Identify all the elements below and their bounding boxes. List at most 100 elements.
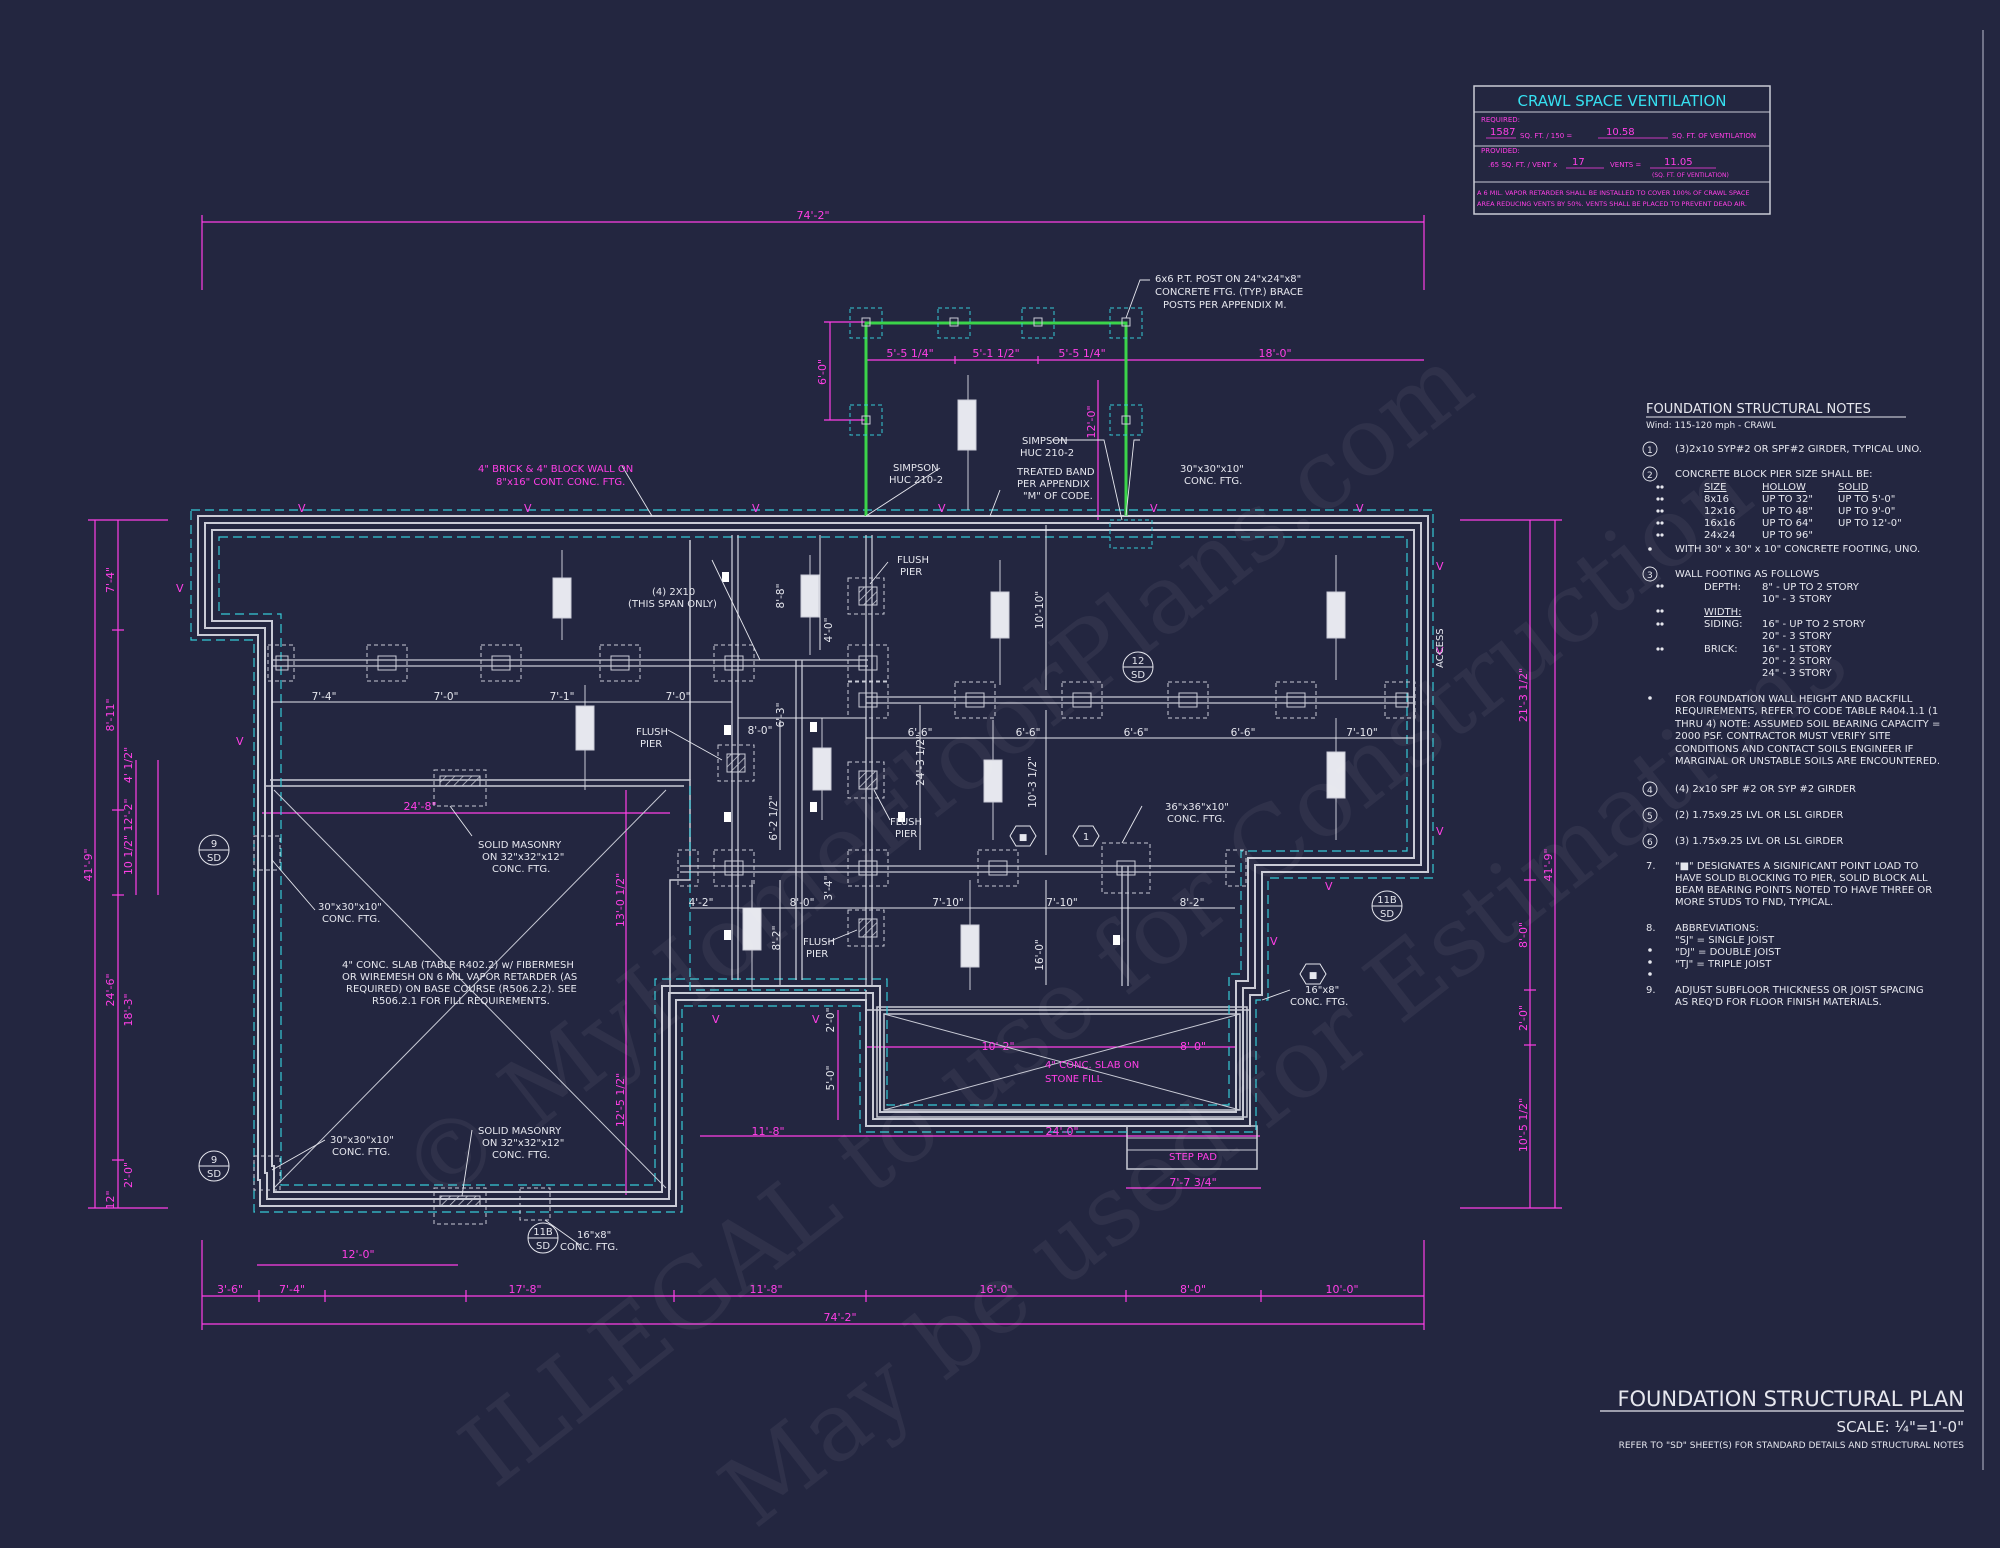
svg-text:12'-0": 12'-0" (341, 1248, 374, 1261)
svg-text:6'-6": 6'-6" (1124, 727, 1149, 739)
svg-text:2000 PSF. CONTRACTOR MUST VERI: 2000 PSF. CONTRACTOR MUST VERIFY SITE (1675, 731, 1891, 742)
svg-text:12'-2": 12'-2" (122, 798, 135, 831)
svg-text:3'-4": 3'-4" (823, 876, 835, 901)
ventilation-provided-count: 17 (1572, 157, 1585, 168)
svg-text:20" - 2 STORY: 20" - 2 STORY (1762, 656, 1832, 667)
svg-text:SD: SD (1131, 670, 1145, 681)
svg-text:16"x8": 16"x8" (577, 1230, 611, 1241)
svg-text:36"x36"x10": 36"x36"x10" (1165, 802, 1229, 813)
svg-text:CONC. FTG.: CONC. FTG. (332, 1147, 390, 1158)
svg-text:SIDING:: SIDING: (1704, 619, 1743, 630)
svg-text:74'-2": 74'-2" (823, 1311, 856, 1324)
svg-text:HUC 210-2: HUC 210-2 (1020, 448, 1074, 459)
svg-text:10'-10": 10'-10" (1034, 591, 1046, 629)
svg-text:5'-1 1/2": 5'-1 1/2" (972, 347, 1019, 360)
svg-text:8'-8": 8'-8" (775, 584, 787, 609)
notes-title: FOUNDATION STRUCTURAL NOTES (1646, 402, 1871, 417)
ventilation-provided-total: 11.05 (1664, 157, 1693, 168)
svg-text:21'-3 1/2": 21'-3 1/2" (1517, 668, 1530, 722)
svg-text:7'-4": 7'-4" (104, 567, 117, 593)
svg-text:V: V (712, 1013, 720, 1026)
svg-text:6: 6 (1647, 838, 1653, 848)
dimension-lines (88, 215, 1562, 1330)
svg-text:17'-8": 17'-8" (508, 1283, 541, 1296)
svg-text:4" CONC. SLAB (TABLE R402.2) w: 4" CONC. SLAB (TABLE R402.2) w/ FIBERMES… (342, 960, 574, 971)
ventilation-note-2: AREA REDUCING VENTS BY 50%. VENTS SHALL … (1477, 200, 1747, 208)
svg-text:REQUIREMENTS, REFER TO CODE TA: REQUIREMENTS, REFER TO CODE TABLE R404.1… (1675, 706, 1938, 717)
slab-x-marks (273, 789, 1241, 1189)
svg-text:FLUSH: FLUSH (636, 727, 668, 738)
svg-text:(2) 1.75x9.25 LVL OR LSL GIRDE: (2) 1.75x9.25 LVL OR LSL GIRDER (1675, 810, 1843, 821)
svg-text:"■" DESIGNATES A SIGNIFICANT P: "■" DESIGNATES A SIGNIFICANT POINT LOAD … (1675, 861, 1919, 872)
svg-text:BRICK:: BRICK: (1704, 644, 1738, 655)
svg-text:7'-10": 7'-10" (1346, 727, 1378, 739)
svg-text:11'-8": 11'-8" (749, 1283, 782, 1296)
svg-text:16'-0": 16'-0" (1034, 939, 1046, 971)
girders (272, 535, 1414, 986)
svg-text:4" BRICK & 4" BLOCK WALL ON: 4" BRICK & 4" BLOCK WALL ON (478, 464, 633, 475)
svg-text:6'-6": 6'-6" (908, 727, 933, 739)
svg-text:ON 32"x32"x12": ON 32"x32"x12" (482, 852, 564, 863)
svg-text:8'-2": 8'-2" (1180, 897, 1205, 909)
svg-text:6'-2 1/2": 6'-2 1/2" (768, 795, 780, 840)
svg-text:8x16: 8x16 (1704, 494, 1729, 505)
svg-text:10'-0": 10'-0" (1325, 1283, 1358, 1296)
svg-text:FLUSH: FLUSH (897, 555, 929, 566)
svg-text:20" - 3 STORY: 20" - 3 STORY (1762, 631, 1832, 642)
svg-text:PIER: PIER (806, 949, 828, 960)
ventilation-required-unit: SQ. FT. OF VENTILATION (1672, 132, 1756, 140)
svg-text:(4) 2x10 SPF #2 OR SYP #2 GIRD: (4) 2x10 SPF #2 OR SYP #2 GIRDER (1675, 784, 1856, 795)
ventilation-provided-label: PROVIDED: (1481, 147, 1520, 155)
svg-text:CONC. FTG.: CONC. FTG. (492, 1150, 550, 1161)
svg-text:7'-4": 7'-4" (312, 691, 337, 703)
svg-text:V: V (1325, 880, 1333, 893)
svg-text:2'-0": 2'-0" (122, 1162, 135, 1188)
svg-text:5'-0": 5'-0" (825, 1066, 837, 1091)
svg-text:HUC 210-2: HUC 210-2 (889, 475, 943, 486)
svg-text:7'-0": 7'-0" (434, 691, 459, 703)
svg-text:18'-0": 18'-0" (1258, 347, 1291, 360)
svg-text:6x6 P.T. POST ON 24"x24"x8": 6x6 P.T. POST ON 24"x24"x8" (1155, 274, 1301, 285)
svg-text:ABBREVIATIONS:: ABBREVIATIONS: (1675, 923, 1759, 934)
beam-dimension-text: 7'-4" 7'-0" 7'-1" 7'-0" 6'-6" 6'-6" 6'-6… (272, 525, 1414, 1090)
svg-text:PIER: PIER (640, 739, 662, 750)
porch-frame (849, 307, 1153, 549)
svg-text:CONC. FTG.: CONC. FTG. (492, 864, 550, 875)
svg-text:V: V (1436, 560, 1444, 573)
svg-text:FLUSH: FLUSH (890, 817, 922, 828)
svg-text:(THIS SPAN ONLY): (THIS SPAN ONLY) (628, 599, 717, 610)
svg-text:7'-7 3/4": 7'-7 3/4" (1169, 1176, 1216, 1189)
svg-text:"SJ" = SINGLE JOIST: "SJ" = SINGLE JOIST (1675, 935, 1775, 946)
svg-text:2'-0": 2'-0" (825, 1008, 837, 1033)
svg-text:12: 12 (1132, 656, 1145, 667)
svg-text:FLUSH: FLUSH (803, 937, 835, 948)
svg-text:V: V (236, 735, 244, 748)
svg-text:74'-2": 74'-2" (796, 209, 829, 222)
svg-text:3'-6": 3'-6" (217, 1283, 243, 1296)
ventilation-provided-rate: .65 SQ. FT. / VENT x (1488, 161, 1557, 169)
svg-text:CONC. FTG.: CONC. FTG. (1290, 997, 1348, 1008)
svg-text:5: 5 (1647, 812, 1653, 822)
svg-text:4'-2": 4'-2" (689, 897, 714, 909)
svg-text:V: V (298, 502, 306, 515)
svg-text:8"x16" CONT. CONC. FTG.: 8"x16" CONT. CONC. FTG. (496, 477, 625, 488)
svg-text:10'-2": 10'-2" (981, 1040, 1014, 1053)
svg-text:V: V (1270, 935, 1278, 948)
svg-text:CONC. FTG.: CONC. FTG. (1167, 814, 1225, 825)
piers (253, 577, 1416, 1225)
svg-text:16"x8": 16"x8" (1305, 985, 1339, 996)
vents: V V V V V V V V V V V V V V V (176, 502, 1444, 1026)
svg-text:■: ■ (1309, 971, 1318, 981)
plan-scale: SCALE: ¼"=1'-0" (1837, 1418, 1964, 1436)
svg-text:1: 1 (1647, 446, 1653, 456)
svg-text:8'-11": 8'-11" (104, 698, 117, 731)
svg-text:13'-0 1/2": 13'-0 1/2" (614, 873, 627, 927)
svg-text:11'-8": 11'-8" (751, 1125, 784, 1138)
structural-notes: FOUNDATION STRUCTURAL NOTES Wind: 115-12… (1642, 402, 1940, 1008)
svg-text:24'-3 1/2": 24'-3 1/2" (915, 734, 927, 786)
svg-text:7'-1": 7'-1" (550, 691, 575, 703)
svg-text:5'-5 1/4": 5'-5 1/4" (1058, 347, 1105, 360)
svg-text:CONC. FTG.: CONC. FTG. (1184, 476, 1242, 487)
svg-text:CONCRETE BLOCK PIER SIZE SHALL: CONCRETE BLOCK PIER SIZE SHALL BE: (1675, 469, 1873, 480)
svg-text:SD: SD (536, 1241, 550, 1252)
